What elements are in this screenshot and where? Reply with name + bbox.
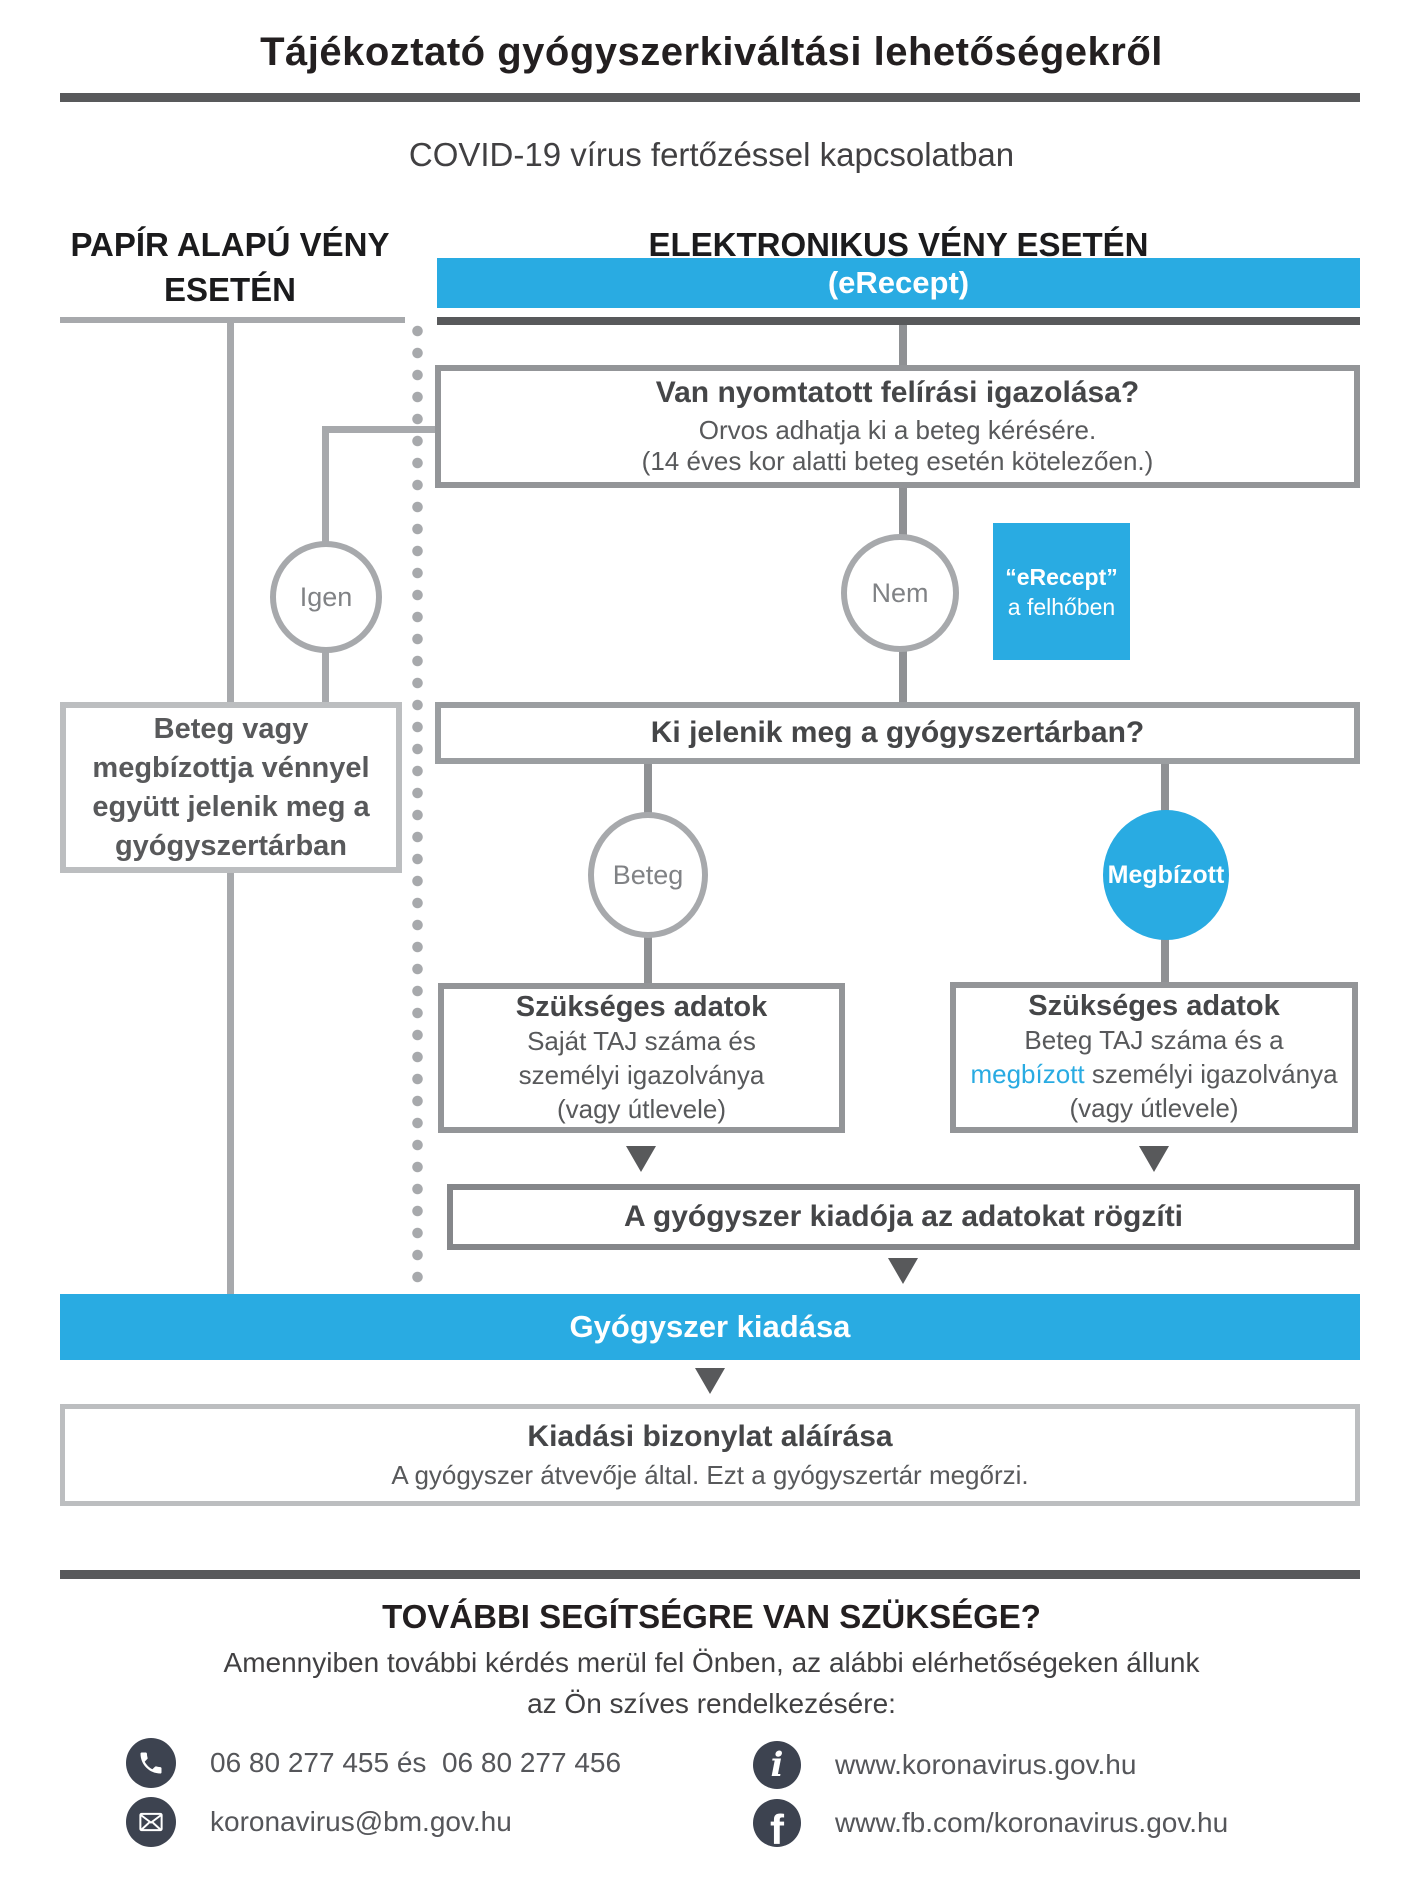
paper-note-box: Beteg vagy megbízottja vénnyel együtt je… — [60, 702, 402, 873]
phone-icon — [126, 1738, 176, 1788]
footer-heading: TOVÁBBI SEGÍTSÉGRE VAN SZÜKSÉGE? — [382, 1598, 1041, 1635]
top-divider — [60, 93, 1360, 102]
paper-note-line4: gyógyszertárban — [114, 829, 348, 862]
footer-intro: Amennyiben további kérdés merül fel Önbe… — [0, 1642, 1423, 1724]
proxy-data-box: Szükséges adatok Beteg TAJ száma és a me… — [950, 982, 1358, 1133]
printed-cert-line2: (14 éves kor alatti beteg esetén kötelez… — [641, 446, 1154, 476]
patient-data-title: Szükséges adatok — [515, 990, 768, 1023]
website-url: www.koronavirus.gov.hu — [835, 1749, 1137, 1780]
facebook-glyph: f — [770, 1806, 784, 1848]
patient-data-line3: (vagy útlevele) — [556, 1093, 727, 1124]
no-label: Nem — [871, 577, 929, 608]
proxy-line2-rest: személyi igazolványa — [1084, 1059, 1338, 1089]
connector-who-to-patient — [644, 763, 652, 814]
yes-label: Igen — [299, 581, 353, 612]
info-icon: i — [753, 1741, 801, 1789]
patient-data-box: Szükséges adatok Saját TAJ száma és szem… — [438, 983, 845, 1133]
electronic-column-rule — [437, 317, 1360, 325]
cloud-line1: “eRecept” — [1005, 563, 1118, 590]
connector-yes-lower — [322, 651, 329, 702]
arrow-down-icon — [695, 1368, 725, 1394]
connector-proxy-to-data — [1161, 938, 1169, 983]
connector-paper-to-dispense — [227, 871, 234, 1295]
proxy-data-line3: (vagy útlevele) — [1069, 1093, 1239, 1123]
patient-data-line1: Saját TAJ száma és — [527, 1025, 756, 1056]
paper-note-line1: Beteg vagy — [153, 712, 309, 745]
page-subtitle: COVID-19 vírus fertőzéssel kapcsolatban — [408, 136, 1015, 173]
proxy-node: Megbízott — [1103, 810, 1229, 940]
who-box-title: Ki jelenik meg a gyógyszertárban? — [650, 716, 1145, 749]
email-address: koronavirus@bm.gov.hu — [210, 1806, 512, 1837]
connector-yes-upper — [322, 426, 329, 543]
erecept-cloud-box: “eRecept” a felhőben — [993, 523, 1130, 660]
paper-heading-line2: ESETÉN — [163, 271, 297, 308]
connector-paper-vertical — [227, 317, 234, 702]
printed-cert-title: Van nyomtatott felírási igazolása? — [655, 376, 1140, 409]
phone-number: 06 80 277 455 és 06 80 277 456 — [210, 1747, 622, 1778]
electronic-column-heading: ELEKTRONIKUS VÉNY ESETÉN — [648, 226, 1149, 263]
facebook-url: www.fb.com/koronavirus.gov.hu — [835, 1807, 1229, 1838]
erecept-banner-label: (eRecept) — [827, 265, 970, 300]
proxy-highlight: megbízott — [970, 1059, 1085, 1089]
proxy-data-line1: Beteg TAJ száma és a — [1024, 1025, 1284, 1055]
paper-note-line3: együtt jelenik meg a — [92, 790, 370, 823]
proxy-label: Megbízott — [1107, 860, 1225, 889]
dispense-banner-label: Gyógyszer kiadása — [569, 1309, 851, 1344]
facebook-icon: f — [753, 1799, 801, 1847]
record-box-title: A gyógyszer kiadója az adatokat rögzíti — [623, 1200, 1184, 1233]
dotted-divider — [412, 320, 423, 1292]
envelope-icon — [126, 1797, 176, 1847]
footer-divider — [60, 1570, 1360, 1579]
dispense-banner: Gyógyszer kiadása — [60, 1294, 1360, 1360]
receipt-box: Kiadási bizonylat aláírása A gyógyszer á… — [60, 1404, 1360, 1506]
connector-who-to-proxy — [1161, 763, 1169, 812]
printed-cert-line1: Orvos adhatja ki a beteg kérésére. — [698, 415, 1097, 445]
page-title: Tájékoztató gyógyszerkiváltási lehetőség… — [260, 30, 1163, 74]
paper-note-line2: megbízottja vénnyel — [92, 751, 370, 784]
contact-facebook: f www.fb.com/koronavirus.gov.hu — [753, 1799, 1228, 1847]
arrow-down-icon — [888, 1258, 918, 1284]
decision-node-no: Nem — [841, 534, 959, 652]
proxy-data-title: Szükséges adatok — [1028, 990, 1280, 1022]
patient-data-line2: személyi igazolványa — [518, 1059, 765, 1090]
printed-cert-box: Van nyomtatott felírási igazolása? Orvos… — [435, 365, 1360, 488]
info-glyph: i — [770, 1745, 784, 1785]
proxy-data-line2: megbízott személyi igazolványa — [970, 1057, 1337, 1091]
contact-website: i www.koronavirus.gov.hu — [753, 1741, 1136, 1789]
receipt-box-title: Kiadási bizonylat aláírása — [527, 1419, 893, 1453]
patient-node: Beteg — [588, 812, 708, 938]
footer-intro-line2: az Ön szíves rendelkezésére: — [527, 1688, 896, 1719]
record-box: A gyógyszer kiadója az adatokat rögzíti — [447, 1184, 1360, 1250]
connector-yes-horizontal — [322, 426, 441, 433]
receipt-box-subtitle: A gyógyszer átvevője által. Ezt a gyógys… — [391, 1459, 1029, 1490]
erecept-banner: (eRecept) — [437, 258, 1360, 308]
connector-question-to-no — [899, 487, 907, 537]
decision-node-yes: Igen — [270, 541, 382, 653]
footer-intro-line1: Amennyiben további kérdés merül fel Önbe… — [223, 1647, 1200, 1678]
contact-phone: 06 80 277 455 és 06 80 277 456 — [126, 1738, 621, 1788]
connector-patient-to-data — [644, 936, 652, 984]
patient-label: Beteg — [612, 859, 684, 890]
paper-column-heading: PAPÍR ALAPÚ VÉNY ESETÉN — [30, 222, 430, 312]
arrow-down-icon — [626, 1146, 656, 1172]
cloud-line2: a felhőben — [1007, 593, 1116, 620]
arrow-down-icon — [1139, 1146, 1169, 1172]
connector-no-to-who — [899, 650, 907, 703]
connector-banner-to-question — [899, 325, 907, 367]
who-box: Ki jelenik meg a gyógyszertárban? — [435, 702, 1360, 764]
paper-heading-line1: PAPÍR ALAPÚ VÉNY — [70, 226, 390, 263]
contact-email: koronavirus@bm.gov.hu — [126, 1797, 512, 1847]
